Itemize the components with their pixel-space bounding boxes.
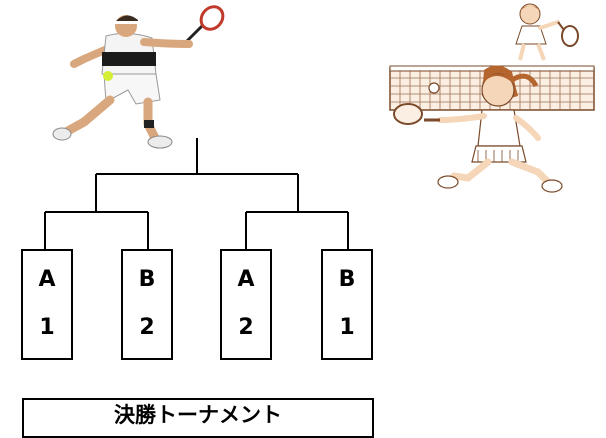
girl-tennis-players-illustration <box>389 3 595 193</box>
team-box-letter: B <box>338 267 356 292</box>
team-box-2: B 2 <box>121 249 173 360</box>
team-box-1: A 1 <box>21 249 73 360</box>
team-box-letter: B <box>138 267 156 292</box>
male-tennis-player-illustration <box>52 5 225 149</box>
team-box-letter: A <box>237 267 255 292</box>
team-box-number: 1 <box>339 315 355 340</box>
team-box-4: B 1 <box>321 249 373 360</box>
team-box-number: 2 <box>238 315 254 340</box>
small-girl-player-icon <box>515 3 579 61</box>
team-box-3: A 2 <box>220 249 272 360</box>
girl-player-icon <box>393 65 563 193</box>
team-box-letter: A <box>38 267 56 292</box>
tennis-ball-icon <box>428 82 440 94</box>
team-box-number: 1 <box>39 315 55 340</box>
team-box-number: 2 <box>139 315 155 340</box>
tennis-ball-icon <box>103 71 113 81</box>
tournament-title: 決勝トーナメント <box>22 398 374 438</box>
racket-icon <box>184 5 225 44</box>
